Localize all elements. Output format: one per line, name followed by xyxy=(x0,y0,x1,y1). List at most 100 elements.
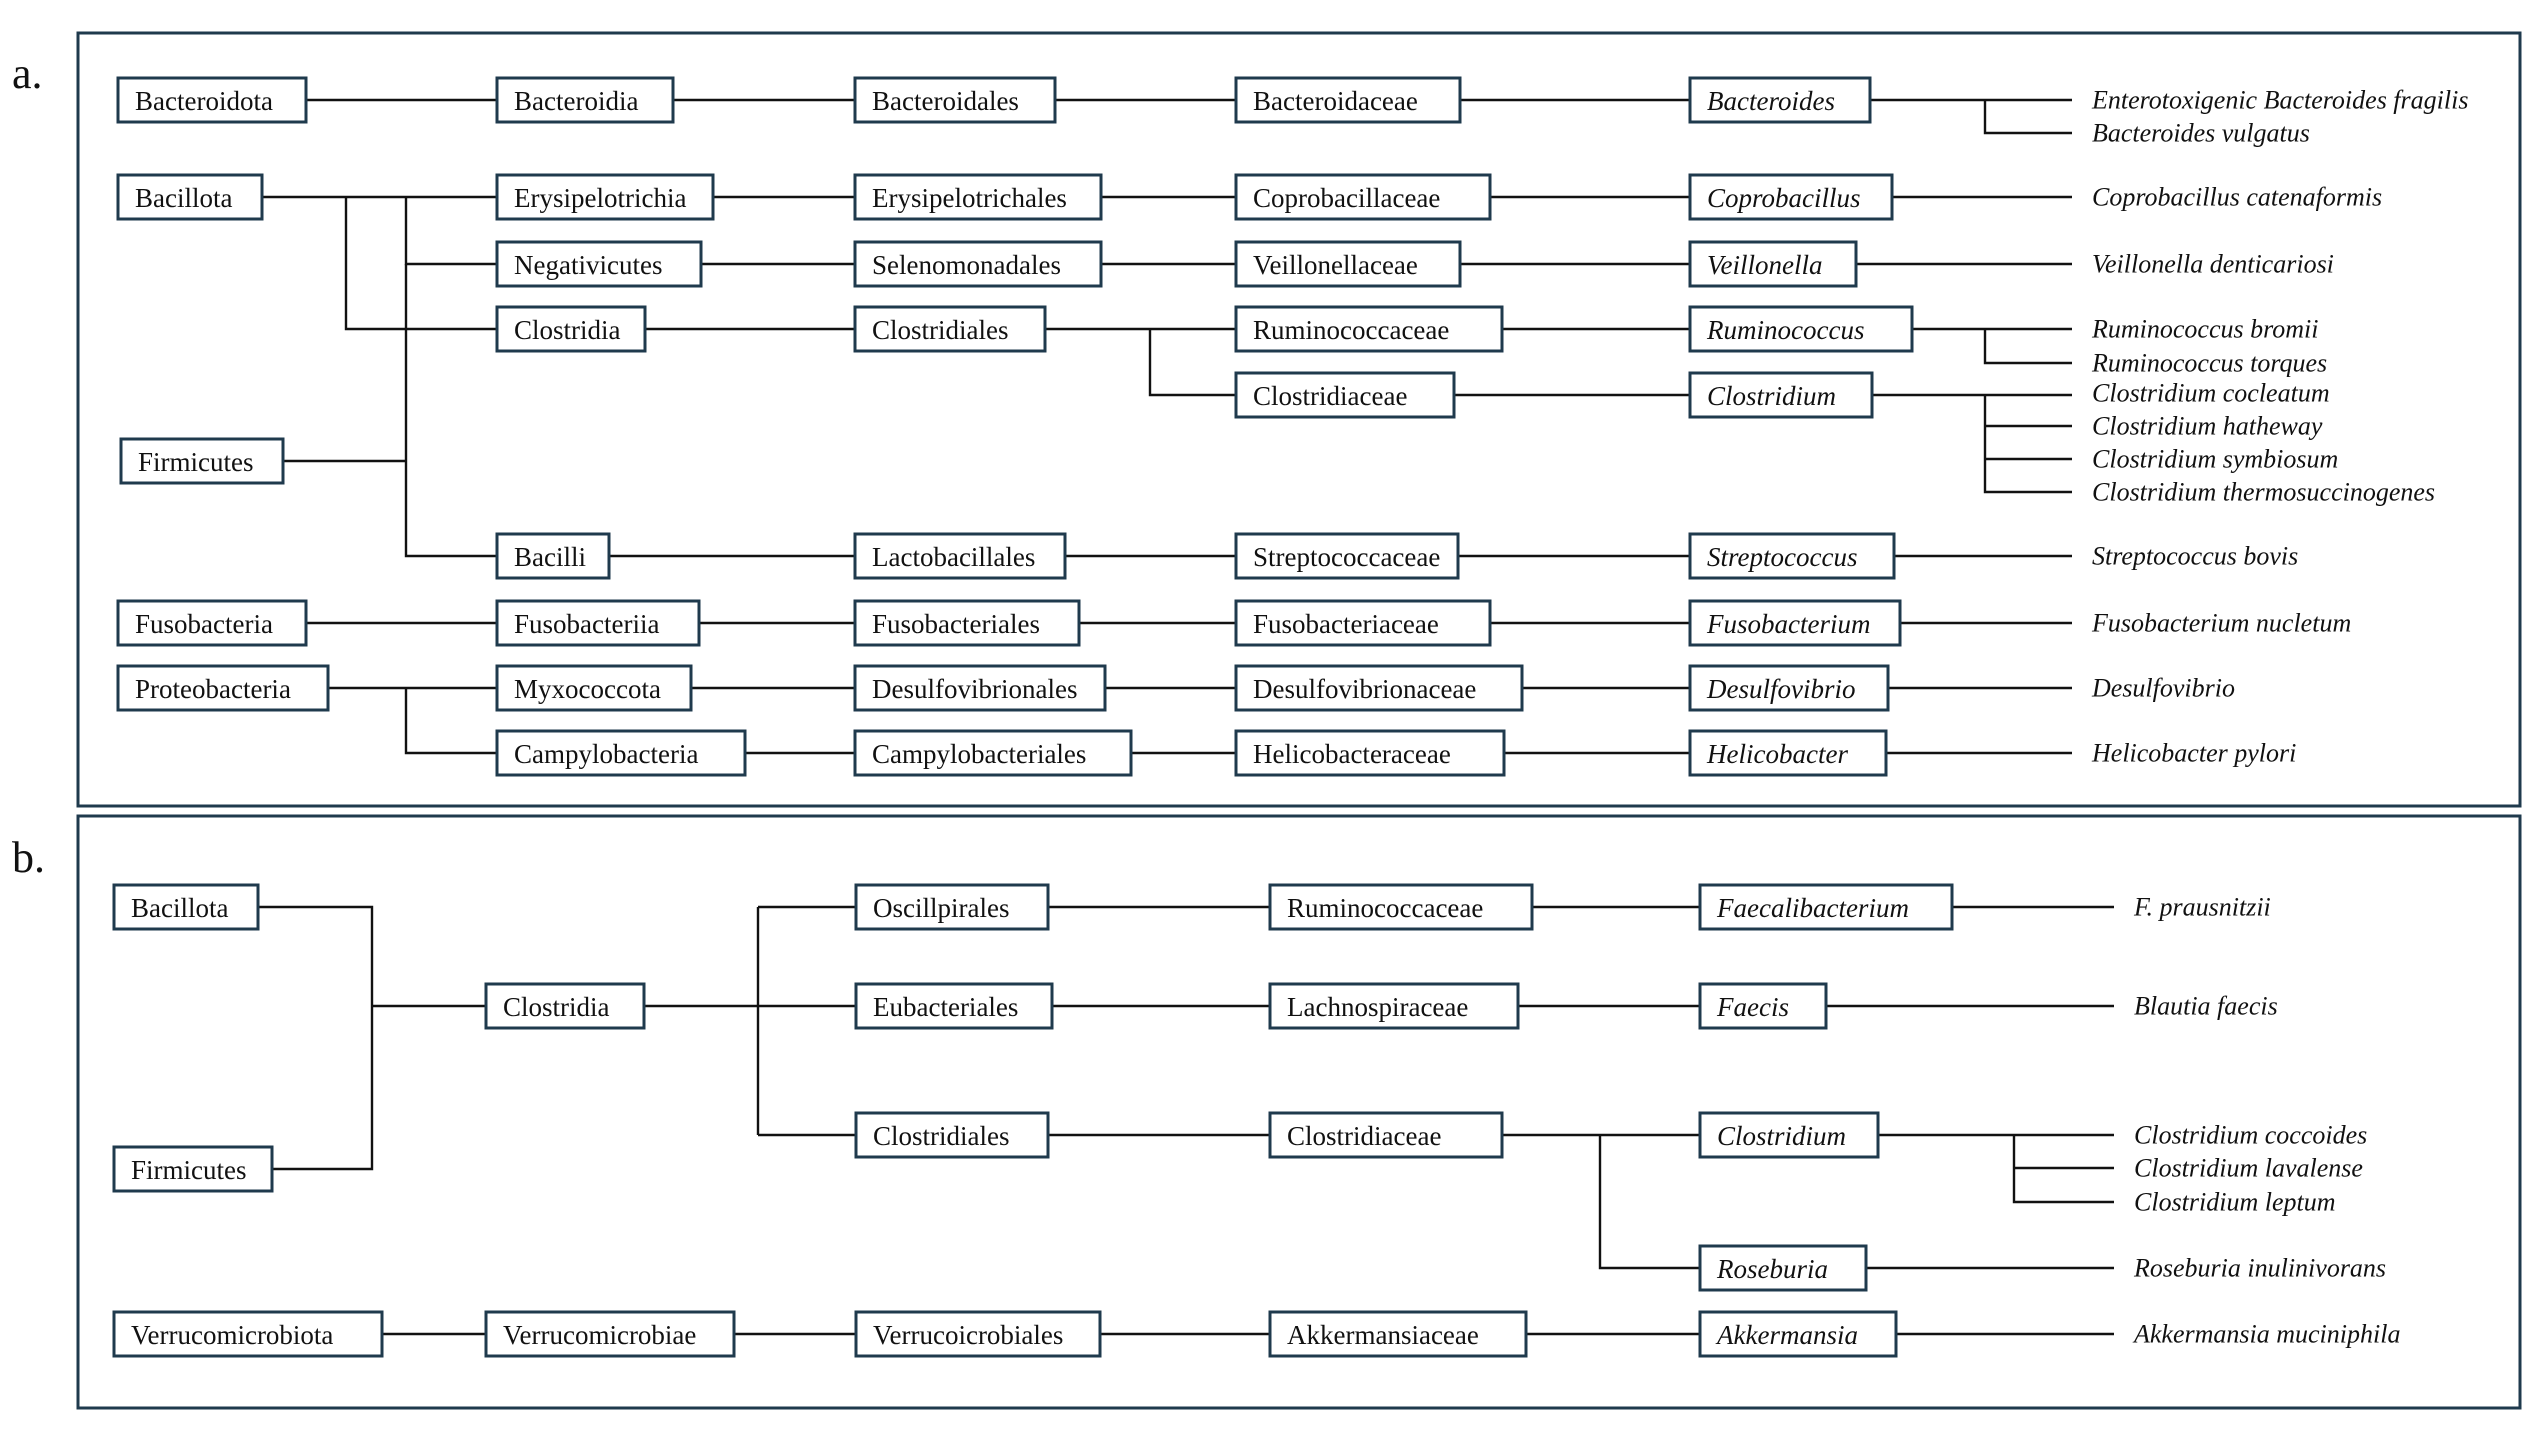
connector-line xyxy=(1598,1135,1700,1270)
taxon-label: Campylobacteria xyxy=(514,739,698,769)
taxon-label: Desulfovibrionaceae xyxy=(1253,674,1476,704)
taxon-box-frame xyxy=(1688,240,1858,288)
taxon-box-frame xyxy=(853,532,1067,580)
taxon-box-a-campylobacteriales: Campylobacteriales xyxy=(853,729,1133,777)
connector-line xyxy=(1983,100,2072,135)
taxon-box-frame xyxy=(1234,76,1462,124)
taxon-box-a-helicobacteraceae: Helicobacteraceae xyxy=(1234,729,1506,777)
taxon-box-b-verrucomicrobiae: Verrucomicrobiae xyxy=(484,1310,736,1358)
taxon-label: Erysipelotrichia xyxy=(514,183,686,213)
taxon-box-frame xyxy=(495,532,611,580)
taxon-box-frame xyxy=(1234,173,1492,221)
taxon-label: Fusobacterium xyxy=(1706,609,1870,639)
species-label-a-c-catenaformis: Coprobacillus catenaformis xyxy=(2092,183,2382,212)
taxon-box-b-oscillpirales: Oscillpirales xyxy=(854,883,1050,931)
taxon-box-frame xyxy=(1234,371,1456,419)
species-label-a-b-vulgatus: Bacteroides vulgatus xyxy=(2092,119,2310,148)
taxon-box-b-clostridia: Clostridia xyxy=(484,982,646,1030)
taxon-box-frame xyxy=(116,599,308,647)
connector-line xyxy=(404,688,497,755)
taxon-label: Streptococcaceae xyxy=(1253,542,1440,572)
taxon-label: Clostridiaceae xyxy=(1287,1121,1441,1151)
taxon-label: Ruminococcaceae xyxy=(1287,893,1483,923)
taxon-box-frame xyxy=(1698,982,1828,1030)
taxon-box-a-streptococcaceae: Streptococcaceae xyxy=(1234,532,1460,580)
taxon-box-a-bacteroides: Bacteroides xyxy=(1688,76,1872,124)
taxon-box-frame xyxy=(1268,1310,1528,1358)
taxon-box-frame xyxy=(1698,1111,1880,1159)
taxon-box-frame xyxy=(1688,173,1894,221)
taxon-label: Clostridium xyxy=(1717,1121,1846,1151)
taxon-box-a-helicobacter: Helicobacter xyxy=(1688,729,1888,777)
taxon-label: Fusobacteria xyxy=(135,609,273,639)
taxon-label: Bacilli xyxy=(514,542,586,572)
taxon-box-a-clostridiales: Clostridiales xyxy=(853,305,1047,353)
taxon-box-a-streptococcus: Streptococcus xyxy=(1688,532,1896,580)
species-label-a-c-thermosuccinogenes: Clostridium thermosuccinogenes xyxy=(2092,478,2435,507)
taxon-box-b-bacillota: Bacillota xyxy=(112,883,260,931)
taxon-label: Clostridia xyxy=(514,315,621,345)
taxon-box-a-fusobacteriia: Fusobacteriia xyxy=(495,599,701,647)
taxon-box-a-lactobacillales: Lactobacillales xyxy=(853,532,1067,580)
taxon-box-b-verrucomicrobiota: Verrucomicrobiota xyxy=(112,1310,384,1358)
species-label-a-s-bovis: Streptococcus bovis xyxy=(2092,542,2298,571)
taxon-box-b-eubacteriales: Eubacteriales xyxy=(854,982,1054,1030)
taxon-box-frame xyxy=(1698,1244,1868,1292)
taxon-box-frame xyxy=(1688,305,1914,353)
taxon-box-a-bacilli: Bacilli xyxy=(495,532,611,580)
panel-b-label: b. xyxy=(12,833,45,882)
taxon-box-frame xyxy=(853,664,1107,712)
taxon-box-b-lachnospiraceae: Lachnospiraceae xyxy=(1268,982,1520,1030)
taxon-box-frame xyxy=(495,173,715,221)
taxon-box-frame xyxy=(112,883,260,931)
taxon-label: Verrucomicrobiae xyxy=(503,1320,696,1350)
taxon-label: Fusobacteriales xyxy=(872,609,1040,639)
taxon-box-frame xyxy=(116,664,330,712)
connector-line xyxy=(1983,395,2072,494)
taxon-box-frame xyxy=(853,173,1103,221)
taxon-box-b-faecis: Faecis xyxy=(1698,982,1828,1030)
taxon-label: Bacteroidia xyxy=(514,86,638,116)
taxon-box-frame xyxy=(1688,599,1902,647)
species-label-a-r-bromii: Ruminococcus bromii xyxy=(2091,315,2319,344)
connector-line xyxy=(1148,329,1236,397)
species-label-a-r-torques: Ruminococcus torques xyxy=(2091,349,2327,378)
taxon-label: Fusobacteriaceae xyxy=(1253,609,1439,639)
taxon-box-b-clostridiales: Clostridiales xyxy=(854,1111,1050,1159)
species-label-b-c-coccoides: Clostridium coccoides xyxy=(2134,1121,2367,1150)
taxon-label: Coprobacillus xyxy=(1707,183,1861,213)
taxon-box-a-negativicutes: Negativicutes xyxy=(495,240,703,288)
taxon-label: Clostridiales xyxy=(873,1121,1010,1151)
taxon-label: Faecis xyxy=(1716,992,1789,1022)
taxon-box-frame xyxy=(1234,532,1460,580)
taxon-label: Lactobacillales xyxy=(872,542,1035,572)
taxon-box-a-clostridia: Clostridia xyxy=(495,305,647,353)
species-label-a-f-nucletum: Fusobacterium nucletum xyxy=(2091,609,2351,638)
taxon-label: Bacillota xyxy=(131,893,228,923)
taxon-box-a-erysipelotrichia: Erysipelotrichia xyxy=(495,173,715,221)
taxon-box-b-firmicutes: Firmicutes xyxy=(112,1145,274,1193)
taxon-label: Streptococcus xyxy=(1707,542,1857,572)
taxon-box-frame xyxy=(1234,599,1492,647)
taxon-box-a-ruminococcaceae: Ruminococcaceae xyxy=(1234,305,1504,353)
taxon-box-a-fusobacteria: Fusobacteria xyxy=(116,599,308,647)
taxon-label: Clostridia xyxy=(503,992,610,1022)
taxon-box-a-fusobacteriales: Fusobacteriales xyxy=(853,599,1081,647)
taxon-box-a-coprobacillaceae: Coprobacillaceae xyxy=(1234,173,1492,221)
species-label-b-c-leptum: Clostridium leptum xyxy=(2134,1188,2336,1217)
species-label-a-v-denticariosi: Veillonella denticariosi xyxy=(2092,250,2334,279)
taxon-label: Desulfovibrio xyxy=(1706,674,1856,704)
species-label-a-c-cocleatum: Clostridium cocleatum xyxy=(2092,379,2330,408)
taxon-label: Helicobacter xyxy=(1706,739,1848,769)
taxon-box-b-clostridiaceae: Clostridiaceae xyxy=(1268,1111,1504,1159)
taxon-label: Clostridiaceae xyxy=(1253,381,1407,411)
species-label-a-c-hatheway: Clostridium hatheway xyxy=(2092,412,2323,441)
taxon-box-a-bacteroidales: Bacteroidales xyxy=(853,76,1057,124)
taxon-label: Veillonellaceae xyxy=(1253,250,1418,280)
taxon-box-frame xyxy=(853,76,1057,124)
taxon-label: Firmicutes xyxy=(138,447,254,477)
taxon-box-b-akkermansia: Akkermansia xyxy=(1698,1310,1898,1358)
connector-lines xyxy=(258,98,2114,1336)
